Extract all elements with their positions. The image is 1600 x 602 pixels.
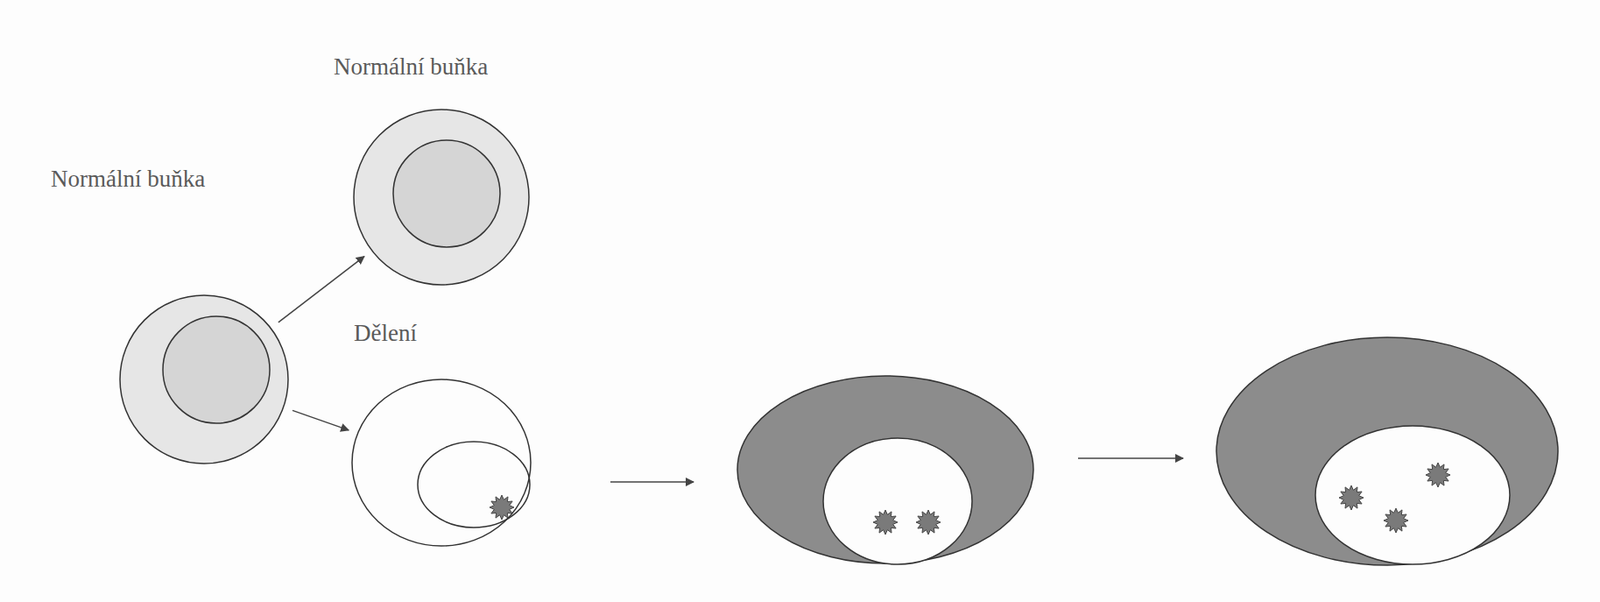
cell-outline <box>351 378 532 547</box>
normal-cell: Normální buňka <box>352 108 530 286</box>
division-arrow <box>278 256 365 323</box>
cell-outline <box>119 294 289 465</box>
cell-label: Normální buňka <box>331 52 490 81</box>
cell-outline <box>352 108 530 286</box>
infected-cell <box>737 375 1034 564</box>
cell-label: Dělení <box>352 318 419 347</box>
cell-label: Normální buňka <box>49 164 207 193</box>
normal-cell: Normální buňka <box>119 294 289 465</box>
process-arrow <box>1078 457 1184 459</box>
division-arrow <box>292 409 349 430</box>
dividing-cell: Dělení <box>351 378 532 547</box>
process-arrow <box>610 480 694 483</box>
infected-cell <box>1216 337 1558 565</box>
